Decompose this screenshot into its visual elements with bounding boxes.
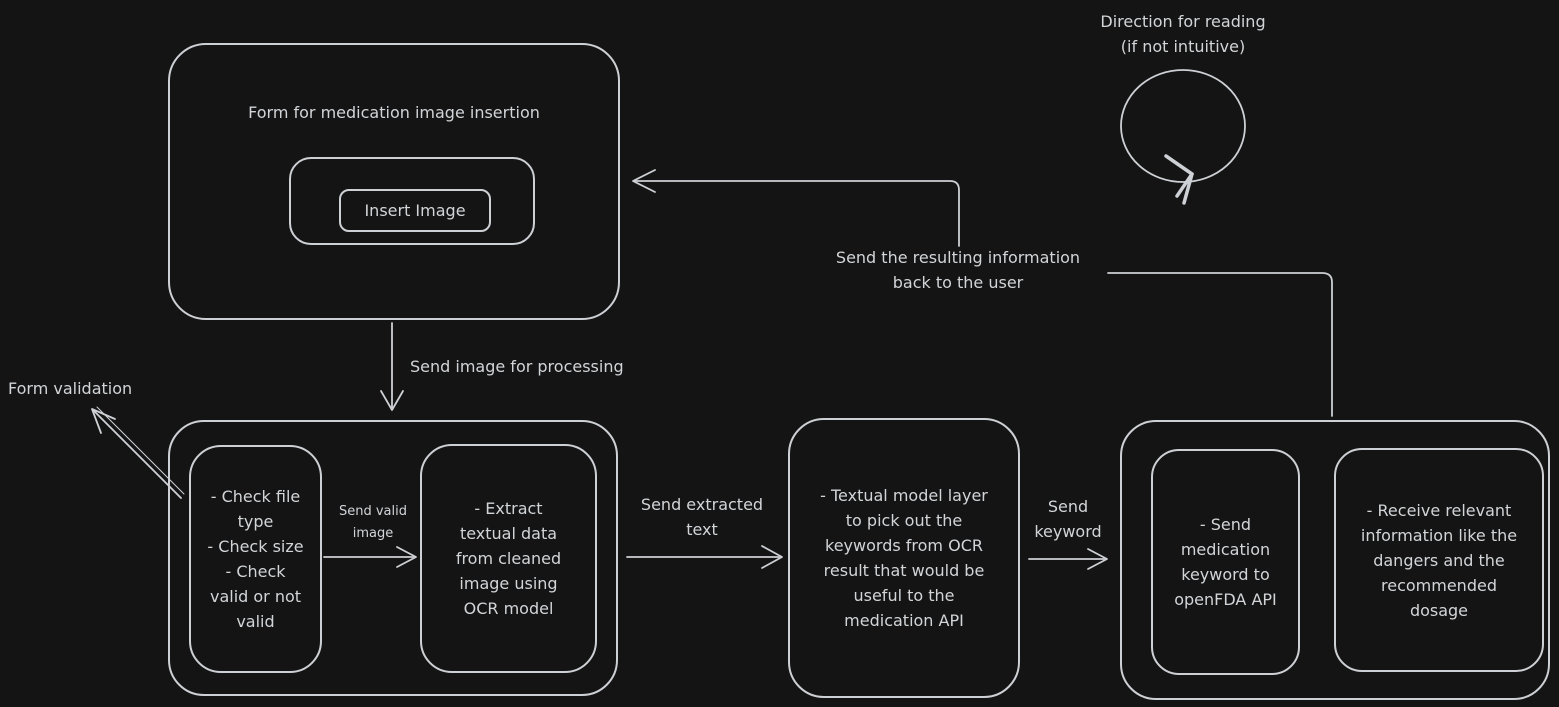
edge-label-send-extracted-text: Send extracted text	[640, 495, 764, 539]
arrow-send-valid-image	[323, 546, 417, 568]
file-checks-node: - Check file type - Check size - Check v…	[189, 445, 322, 673]
arrow-send-resulting-info	[632, 169, 1333, 417]
form-validation-label: Form validation	[8, 379, 133, 398]
textual-model-node: - Textual model layer to pick out the ke…	[788, 418, 1020, 698]
arrow-send-image-for-processing	[380, 322, 404, 411]
edge-label-send-keyword: Send keyword	[1034, 497, 1102, 541]
receive-info-node: - Receive relevant information like the …	[1334, 448, 1544, 672]
send-keyword-openfda-node: - Send medication keyword to openFDA API	[1151, 449, 1300, 675]
insert-image-button[interactable]: Insert Image	[339, 189, 491, 232]
reading-direction-circle-icon	[1120, 69, 1246, 205]
arrow-send-keyword	[1028, 548, 1108, 570]
form-node-title: Form for medication image insertion	[248, 103, 540, 122]
form-node: Form for medication image insertion Inse…	[168, 43, 620, 320]
openfda-group-node: - Send medication keyword to openFDA API…	[1120, 420, 1550, 700]
validation-group-node: - Check file type - Check size - Check v…	[168, 420, 618, 696]
arrow-send-extracted-text	[626, 545, 783, 569]
edge-label-send-image-for-processing: Send image for processing	[410, 357, 624, 376]
edge-label-send-valid-image: Send valid image	[338, 504, 407, 541]
upload-area: Insert Image	[289, 157, 535, 245]
ocr-extract-node: - Extract textual data from cleaned imag…	[420, 444, 597, 673]
reading-direction-legend: Direction for reading (if not intuitive)	[1100, 12, 1266, 56]
edge-label-send-resulting-info: Send the resulting information back to t…	[835, 248, 1081, 292]
